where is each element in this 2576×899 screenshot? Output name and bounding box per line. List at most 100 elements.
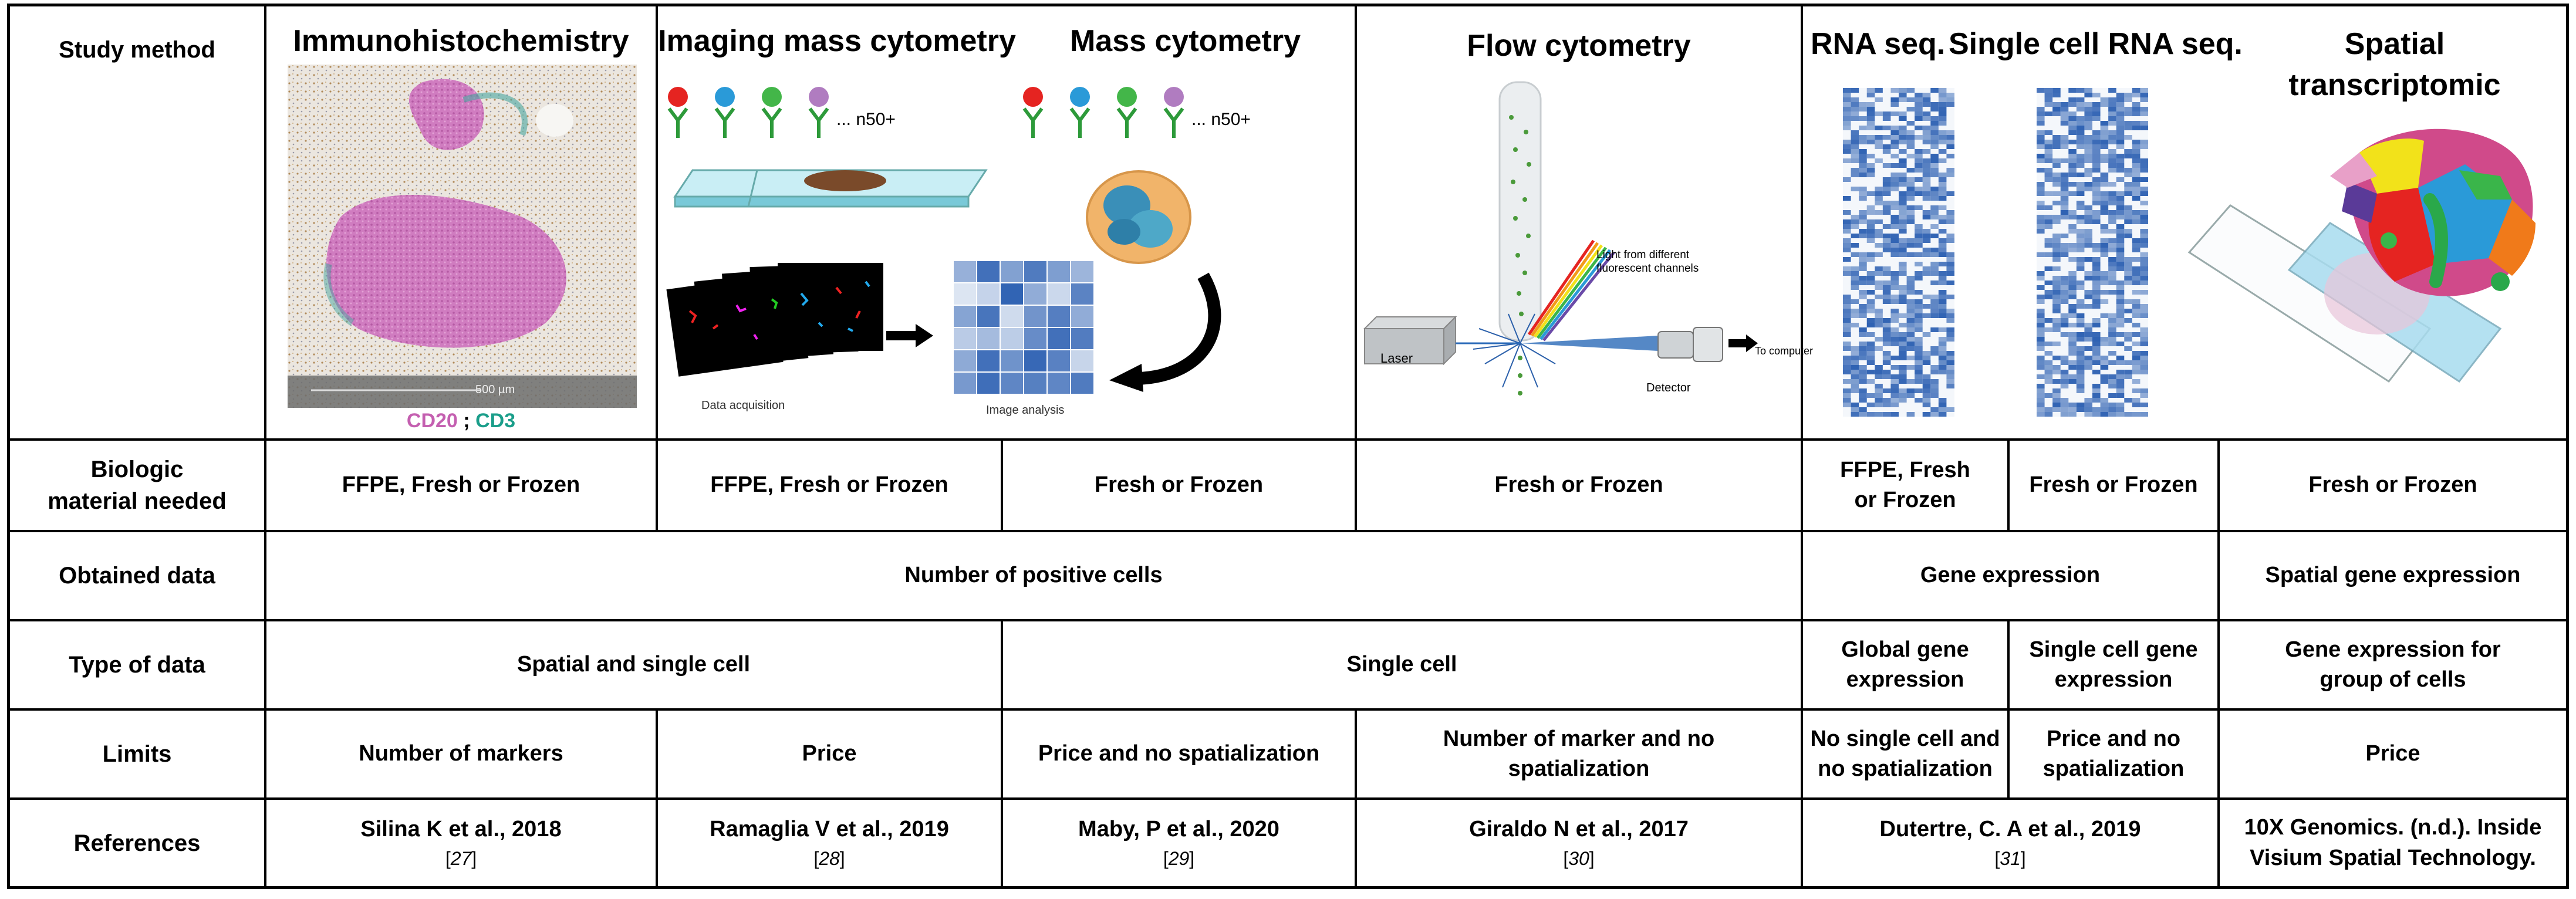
legend-cd20: CD20: [406, 410, 458, 432]
reference-spatial: 10X Genomics. (n.d.). Inside Visium Spat…: [2220, 800, 2566, 886]
reference-imc-text: Ramaglia V et al., 2019: [710, 817, 949, 842]
spatial-slide-image: [2187, 129, 2536, 383]
reference-rna-cite: [31]: [1994, 847, 2026, 869]
limits-flow: Number of marker and no spatialization: [1443, 726, 1715, 781]
obtained-cells: Number of positive cells: [904, 563, 1163, 588]
row-divider: [7, 708, 2569, 711]
table-border-top: [7, 4, 2569, 6]
reference-mc: Maby, P et al., 2020 [29]: [1003, 800, 1355, 886]
method-rna-title: RNA seq.: [1811, 27, 1946, 61]
reference-imc: Ramaglia V et al., 2019 [28]: [658, 800, 1001, 886]
col-divider: [656, 708, 658, 889]
imc-data-acquisition-stack: [666, 263, 883, 377]
limits-rna: No single cell and no spatialization: [1810, 726, 2000, 781]
obtained-gene: Gene expression: [1920, 563, 2101, 588]
table-border-right: [2566, 4, 2569, 889]
antibody-icon: [667, 87, 829, 138]
limits-ihc: Number of markers: [359, 741, 563, 766]
type-global: Global gene expression: [1841, 637, 1969, 692]
legend-cd3: CD3: [475, 410, 516, 432]
scrna-seq-heatmap: [2037, 88, 2148, 417]
flow-laser-label: Laser: [1380, 351, 1413, 366]
row-label-biologic-material: Biologic material needed: [48, 457, 227, 514]
mc-n50-label: ... n50+: [1191, 110, 1251, 129]
mc-cell-cluster: [1086, 170, 1191, 264]
material-ihc: FFPE, Fresh or Frozen: [342, 472, 580, 498]
method-mc-title: Mass cytometry: [1069, 24, 1301, 58]
reference-ihc-text: Silina K et al., 2018: [360, 817, 562, 842]
method-flow-title: Flow cytometry: [1467, 29, 1691, 63]
table-border-left: [7, 4, 10, 889]
obtained-spatial: Spatial gene expression: [2265, 563, 2521, 588]
reference-ihc: Silina K et al., 2018 [27]: [266, 800, 656, 886]
reference-flow-text: Giraldo N et al., 2017: [1469, 817, 1689, 842]
material-imc: FFPE, Fresh or Frozen: [710, 472, 948, 498]
imc-antibody-panel: [667, 87, 829, 138]
col-divider: [1355, 4, 1357, 530]
material-flow: Fresh or Frozen: [1494, 472, 1663, 498]
method-scrna-title: Single cell RNA seq.: [1949, 27, 2243, 61]
col-divider: [264, 4, 266, 889]
flow-light-label-2: fluorescent channels: [1596, 262, 1699, 275]
type-spatial-single: Spatial and single cell: [516, 652, 750, 677]
row-divider: [7, 619, 2569, 621]
col-divider: [1001, 438, 1003, 530]
limits-scrna: Price and no spatialization: [2042, 726, 2185, 781]
method-ihc-title: Immunohistochemistry: [293, 24, 629, 58]
ihc-legend: CD20 ; CD3: [266, 410, 656, 432]
col-divider: [1001, 619, 1003, 889]
row-label-limits: Limits: [102, 741, 172, 767]
reference-ihc-cite: [27]: [445, 847, 477, 869]
material-rna: FFPE, Fresh or Frozen: [1840, 457, 1970, 512]
imc-slide: [673, 169, 988, 208]
imc-n50-label: ... n50+: [836, 110, 896, 129]
type-single-gene: Single cell gene expression: [2029, 637, 2198, 692]
col-divider: [2217, 438, 2220, 889]
legend-separator: ;: [463, 410, 470, 432]
imc-image-analysis-grid: [954, 261, 1093, 394]
row-divider: [7, 797, 2569, 800]
flow-to-computer-label: To computer: [1755, 345, 1814, 357]
material-mc: Fresh or Frozen: [1094, 472, 1264, 498]
reference-rna: Dutertre, C. A et al., 2019 [31]: [1803, 800, 2217, 886]
col-divider: [2007, 619, 2010, 798]
row-label-references: References: [73, 830, 201, 856]
ihc-scale-bar-label: 500 µm: [475, 383, 515, 396]
row-divider: [7, 438, 2569, 441]
type-single: Single cell: [1346, 652, 1457, 677]
row-label-study-method: Study method: [59, 37, 215, 63]
limits-imc: Price: [802, 741, 857, 766]
imc-arrow-right: [886, 324, 933, 347]
imc-image-analysis-label: Image analysis: [986, 404, 1065, 417]
row-divider: [7, 530, 2569, 532]
mc-curved-arrow: [1109, 272, 1221, 392]
reference-rna-text: Dutertre, C. A et al., 2019: [1879, 817, 2141, 842]
col-divider: [1355, 708, 1357, 889]
limits-spatial: Price: [2365, 741, 2420, 766]
col-divider: [1801, 4, 1803, 889]
method-spatial-title: Spatial transcriptomic: [2288, 27, 2501, 103]
limits-mc: Price and no spatialization: [1038, 741, 1320, 766]
mc-antibody-panel: [1022, 87, 1184, 138]
reference-mc-text: Maby, P et al., 2020: [1078, 817, 1279, 842]
col-divider: [656, 4, 658, 530]
flow-detector-label: Detector: [1646, 381, 1691, 394]
reference-flow-cite: [30]: [1563, 847, 1595, 869]
ihc-tissue-image: [288, 65, 637, 408]
method-imc-title: Imaging mass cytometry: [658, 24, 1016, 58]
reference-imc-cite: [28]: [813, 847, 845, 869]
rna-seq-heatmap: [1843, 88, 1954, 417]
type-group: Gene expression for group of cells: [2285, 637, 2501, 692]
col-divider: [2007, 438, 2010, 530]
reference-spatial-text: 10X Genomics. (n.d.). Inside Visium Spat…: [2244, 815, 2542, 870]
reference-mc-cite: [29]: [1163, 847, 1195, 869]
table-border-bottom: [7, 886, 2569, 889]
reference-flow: Giraldo N et al., 2017 [30]: [1357, 800, 1801, 886]
imc-data-acquisition-label: Data acquisition: [701, 399, 785, 412]
material-scrna: Fresh or Frozen: [2029, 472, 2198, 498]
row-label-obtained-data: Obtained data: [59, 563, 215, 589]
row-label-type-of-data: Type of data: [69, 652, 205, 678]
material-spatial: Fresh or Frozen: [2308, 472, 2477, 498]
flow-cytometer-diagram: [1363, 81, 1758, 396]
